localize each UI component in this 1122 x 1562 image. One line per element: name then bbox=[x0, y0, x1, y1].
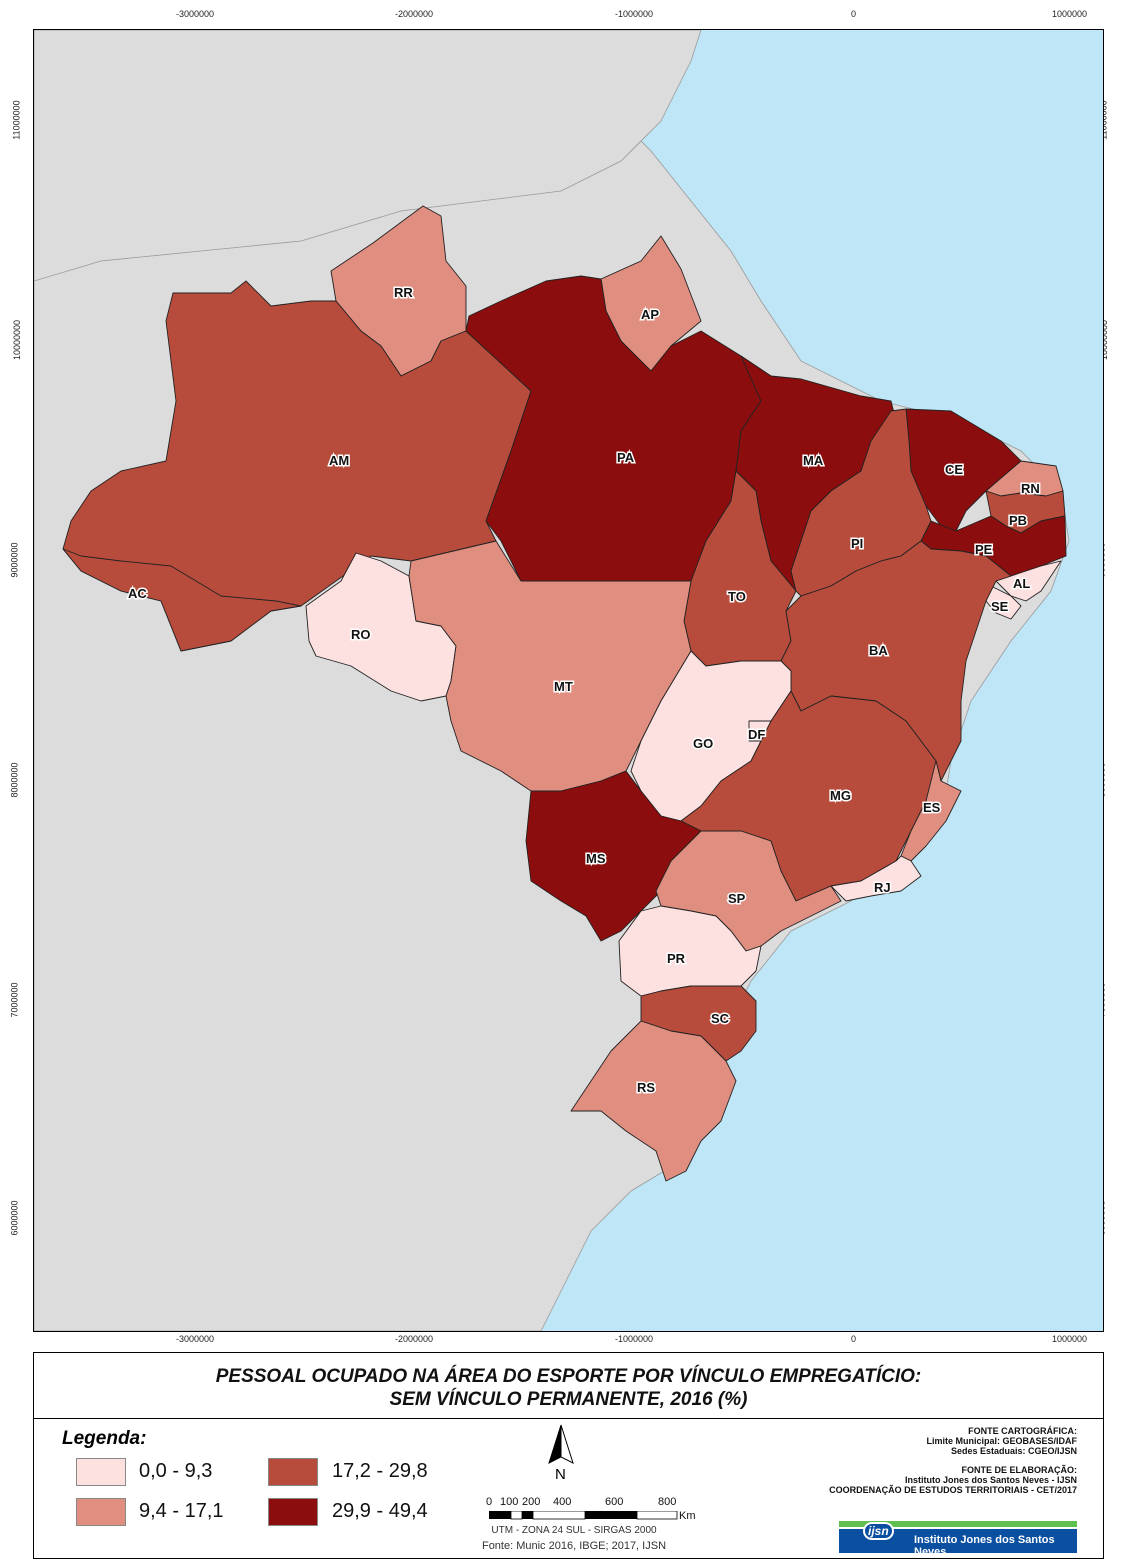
label-sp: SP bbox=[728, 891, 746, 906]
choropleth-map: RR AP AM PA MA CE RN PB PE AL SE PI AC R… bbox=[34, 30, 1070, 1331]
info-panel: PESSOAL OCUPADO NA ÁREA DO ESPORTE POR V… bbox=[33, 1352, 1104, 1559]
x-coord-bottom-4: 0 bbox=[851, 1334, 857, 1344]
label-ap: AP bbox=[641, 307, 659, 322]
y-coord-left-2: 10000000 bbox=[12, 319, 23, 361]
scale-bar bbox=[489, 1511, 678, 1520]
label-sc: SC bbox=[711, 1011, 730, 1026]
legend-label-3: 17,2 - 29,8 bbox=[332, 1460, 428, 1482]
scale-tick-100: 100 bbox=[500, 1496, 519, 1508]
label-ac: AC bbox=[128, 586, 147, 601]
scale-tick-800: 800 bbox=[658, 1496, 677, 1508]
ijsn-logo: ijsn Instituto Jones dos Santos Neves bbox=[839, 1521, 1077, 1558]
y-coord-left-1: 11000000 bbox=[11, 100, 22, 140]
state-al[interactable] bbox=[995, 560, 1062, 602]
north-label: N bbox=[555, 1466, 566, 1483]
projection-text: UTM - ZONA 24 SUL - SIRGAS 2000 bbox=[491, 1525, 657, 1536]
x-coord-top-3: -1000000 bbox=[615, 9, 654, 19]
map-title-line1: PESSOAL OCUPADO NA ÁREA DO ESPORTE POR V… bbox=[215, 1366, 922, 1387]
label-rj: RJ bbox=[874, 880, 891, 895]
label-rn: RN bbox=[1021, 481, 1040, 496]
x-coord-bottom-1: -3000000 bbox=[176, 1334, 215, 1344]
scale-tick-0: 0 bbox=[486, 1496, 493, 1508]
x-coord-top-2: -2000000 bbox=[395, 9, 434, 19]
logo-text: Instituto Jones dos Santos Neves bbox=[914, 1534, 1055, 1558]
legend-label-1: 0,0 - 9,3 bbox=[139, 1460, 213, 1482]
legend-swatch-4 bbox=[268, 1498, 318, 1526]
logo-mark: ijsn bbox=[863, 1522, 894, 1540]
state-rj[interactable] bbox=[830, 855, 922, 902]
legend-label-4: 29,9 - 49,4 bbox=[332, 1500, 428, 1522]
y-coord-left-3: 9000000 bbox=[9, 542, 20, 578]
map-title: PESSOAL OCUPADO NA ÁREA DO ESPORTE POR V… bbox=[34, 1353, 1103, 1419]
credits-cart-title: FONTE CARTOGRÁFICA: bbox=[968, 1426, 1077, 1436]
venezuela-guianas bbox=[34, 30, 702, 282]
label-pe: PE bbox=[975, 542, 993, 557]
state-rs[interactable] bbox=[570, 1020, 737, 1182]
map-frame[interactable]: RR AP AM PA MA CE RN PB PE AL SE PI AC R… bbox=[33, 29, 1104, 1332]
label-pa: PA bbox=[617, 450, 635, 465]
scale-tick-400: 400 bbox=[553, 1496, 572, 1508]
label-ce: CE bbox=[945, 462, 963, 477]
label-rs: RS bbox=[637, 1080, 655, 1095]
y-coord-left-5: 7000000 bbox=[9, 982, 20, 1018]
scale-tick-200: 200 bbox=[522, 1496, 541, 1508]
x-coord-bottom-3: -1000000 bbox=[615, 1334, 654, 1344]
x-coord-bottom-2: -2000000 bbox=[395, 1334, 434, 1344]
label-to: TO bbox=[728, 589, 746, 604]
x-coord-top-4: 0 bbox=[851, 9, 857, 19]
label-ba: BA bbox=[869, 643, 888, 658]
credits-elab-line1: Instituto Jones dos Santos Neves - IJSN bbox=[904, 1475, 1077, 1485]
state-labels: RR AP AM PA MA CE RN PB PE AL SE PI AC R… bbox=[127, 284, 1042, 1097]
north-arrow-icon bbox=[548, 1424, 574, 1464]
label-se: SE bbox=[991, 599, 1009, 614]
credits-elab-title: FONTE DE ELABORAÇÃO: bbox=[961, 1465, 1078, 1475]
state-pr[interactable] bbox=[618, 905, 762, 997]
scale-tick-600: 600 bbox=[605, 1496, 624, 1508]
x-coord-top-5: 1000000 bbox=[1052, 9, 1088, 19]
label-rr: RR bbox=[394, 285, 413, 300]
label-al: AL bbox=[1013, 576, 1030, 591]
label-ma: MA bbox=[803, 453, 824, 468]
source-text: Fonte: Munic 2016, IBGE; 2017, IJSN bbox=[481, 1540, 667, 1552]
legend-swatch-3 bbox=[268, 1458, 318, 1486]
label-go: GO bbox=[693, 736, 713, 751]
brazil-states bbox=[62, 205, 1067, 1182]
label-am: AM bbox=[329, 453, 349, 468]
legend-label-2: 9,4 - 17,1 bbox=[139, 1500, 224, 1522]
label-df: DF bbox=[748, 727, 765, 742]
label-ro: RO bbox=[351, 627, 371, 642]
legend-swatch-1 bbox=[76, 1458, 126, 1486]
state-es[interactable] bbox=[900, 760, 962, 862]
scale-unit: Km bbox=[679, 1510, 696, 1522]
label-mg: MG bbox=[830, 788, 851, 803]
y-coord-left-6: 6000000 bbox=[9, 1200, 20, 1236]
credits-cart-line1: Limite Municipal: GEOBASES/IDAF bbox=[926, 1436, 1077, 1446]
y-coord-left-4: 8000000 bbox=[9, 762, 20, 798]
state-sp[interactable] bbox=[655, 830, 842, 952]
credits-cart-line2: Sedes Estaduais: CGEO/IJSN bbox=[950, 1446, 1077, 1456]
credits-elab-line2: COORDENAÇÃO DE ESTUDOS TERRITORIAIS - CE… bbox=[829, 1485, 1077, 1495]
label-pi: PI bbox=[851, 536, 863, 551]
label-pb: PB bbox=[1009, 513, 1027, 528]
x-coord-top-1: -3000000 bbox=[176, 9, 215, 19]
label-es: ES bbox=[923, 800, 941, 815]
map-title-line2: SEM VÍNCULO PERMANENTE, 2016 (%) bbox=[389, 1389, 748, 1410]
legend-title: Legenda: bbox=[62, 1428, 147, 1449]
x-coord-bottom-5: 1000000 bbox=[1052, 1334, 1088, 1344]
label-ms: MS bbox=[586, 851, 606, 866]
label-pr: PR bbox=[667, 951, 686, 966]
credits: FONTE CARTOGRÁFICA: Limite Municipal: GE… bbox=[829, 1426, 1077, 1495]
state-ac[interactable] bbox=[62, 548, 302, 652]
legend-swatch-2 bbox=[76, 1498, 126, 1526]
label-mt: MT bbox=[554, 679, 573, 694]
